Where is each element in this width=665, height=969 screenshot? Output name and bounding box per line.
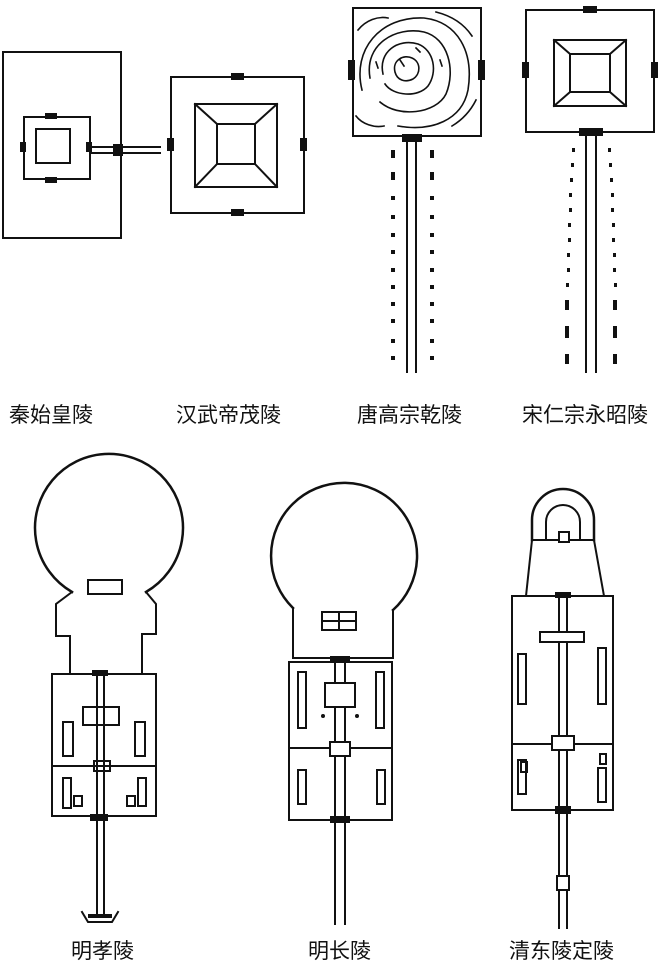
- captions: 秦始皇陵 汉武帝茂陵 唐高宗乾陵 宋仁宗永昭陵 明孝陵 明长陵 清东陵定陵: [9, 403, 648, 963]
- chang-ling-en-hall: [324, 682, 356, 708]
- xiao-end-gate: [80, 910, 120, 923]
- tang-mountain-contours: [354, 11, 478, 129]
- chang-baocheng-circle: [269, 481, 419, 612]
- qing-baocheng-outer: [530, 487, 596, 542]
- qing-spirit-gate: [556, 875, 570, 891]
- xiao-hall: [82, 706, 120, 726]
- plan-ming-xiaoling: [33, 452, 185, 923]
- plan-ming-changling: [269, 481, 419, 925]
- plan-song-renzong: [522, 6, 658, 373]
- han-gates: [167, 73, 307, 216]
- song-outer-wall: [525, 9, 655, 133]
- plan-han-wudi: [167, 73, 307, 216]
- qing-baocheng-inner: [545, 504, 581, 541]
- xiao-baocheng-circle: [33, 452, 185, 594]
- tang-gates: [348, 60, 485, 142]
- song-statues: [565, 148, 617, 364]
- qin-inner-wall: [23, 116, 91, 180]
- han-mound-top: [216, 123, 256, 165]
- han-mound-base: [194, 103, 278, 188]
- qin-gates: [20, 113, 123, 183]
- song-gates: [522, 6, 658, 136]
- song-mound-top: [569, 53, 611, 93]
- xiao-wall-right: [141, 590, 157, 675]
- label-ming-chang: 明长陵: [308, 939, 371, 963]
- qing-gates: [555, 592, 571, 814]
- label-ming-xiao: 明孝陵: [71, 939, 134, 963]
- label-tang: 唐高宗乾陵: [357, 403, 462, 427]
- plan-tang-gaozong: [348, 7, 485, 373]
- chang-fangcheng: [292, 607, 394, 659]
- label-song: 宋仁宗永昭陵: [522, 403, 648, 427]
- qin-mound: [35, 128, 71, 164]
- plan-qing-dingling: [511, 487, 614, 929]
- label-qin: 秦始皇陵: [9, 403, 93, 427]
- han-outer-wall: [170, 76, 305, 214]
- chang-gates: [321, 656, 359, 823]
- song-mound-base: [553, 39, 627, 107]
- tang-mountain-enclosure: [352, 7, 482, 137]
- qing-fangcheng: [524, 538, 606, 597]
- qing-minglou: [558, 531, 570, 543]
- label-qing: 清东陵定陵: [509, 939, 614, 963]
- tang-statues: [391, 150, 434, 360]
- xiao-wall-left: [55, 590, 74, 675]
- label-han: 汉武帝茂陵: [176, 403, 281, 427]
- qing-hall: [539, 631, 585, 643]
- plan-qin-shihuang: [2, 51, 161, 239]
- xiao-minglou: [87, 579, 123, 595]
- xiao-gates: [88, 670, 112, 918]
